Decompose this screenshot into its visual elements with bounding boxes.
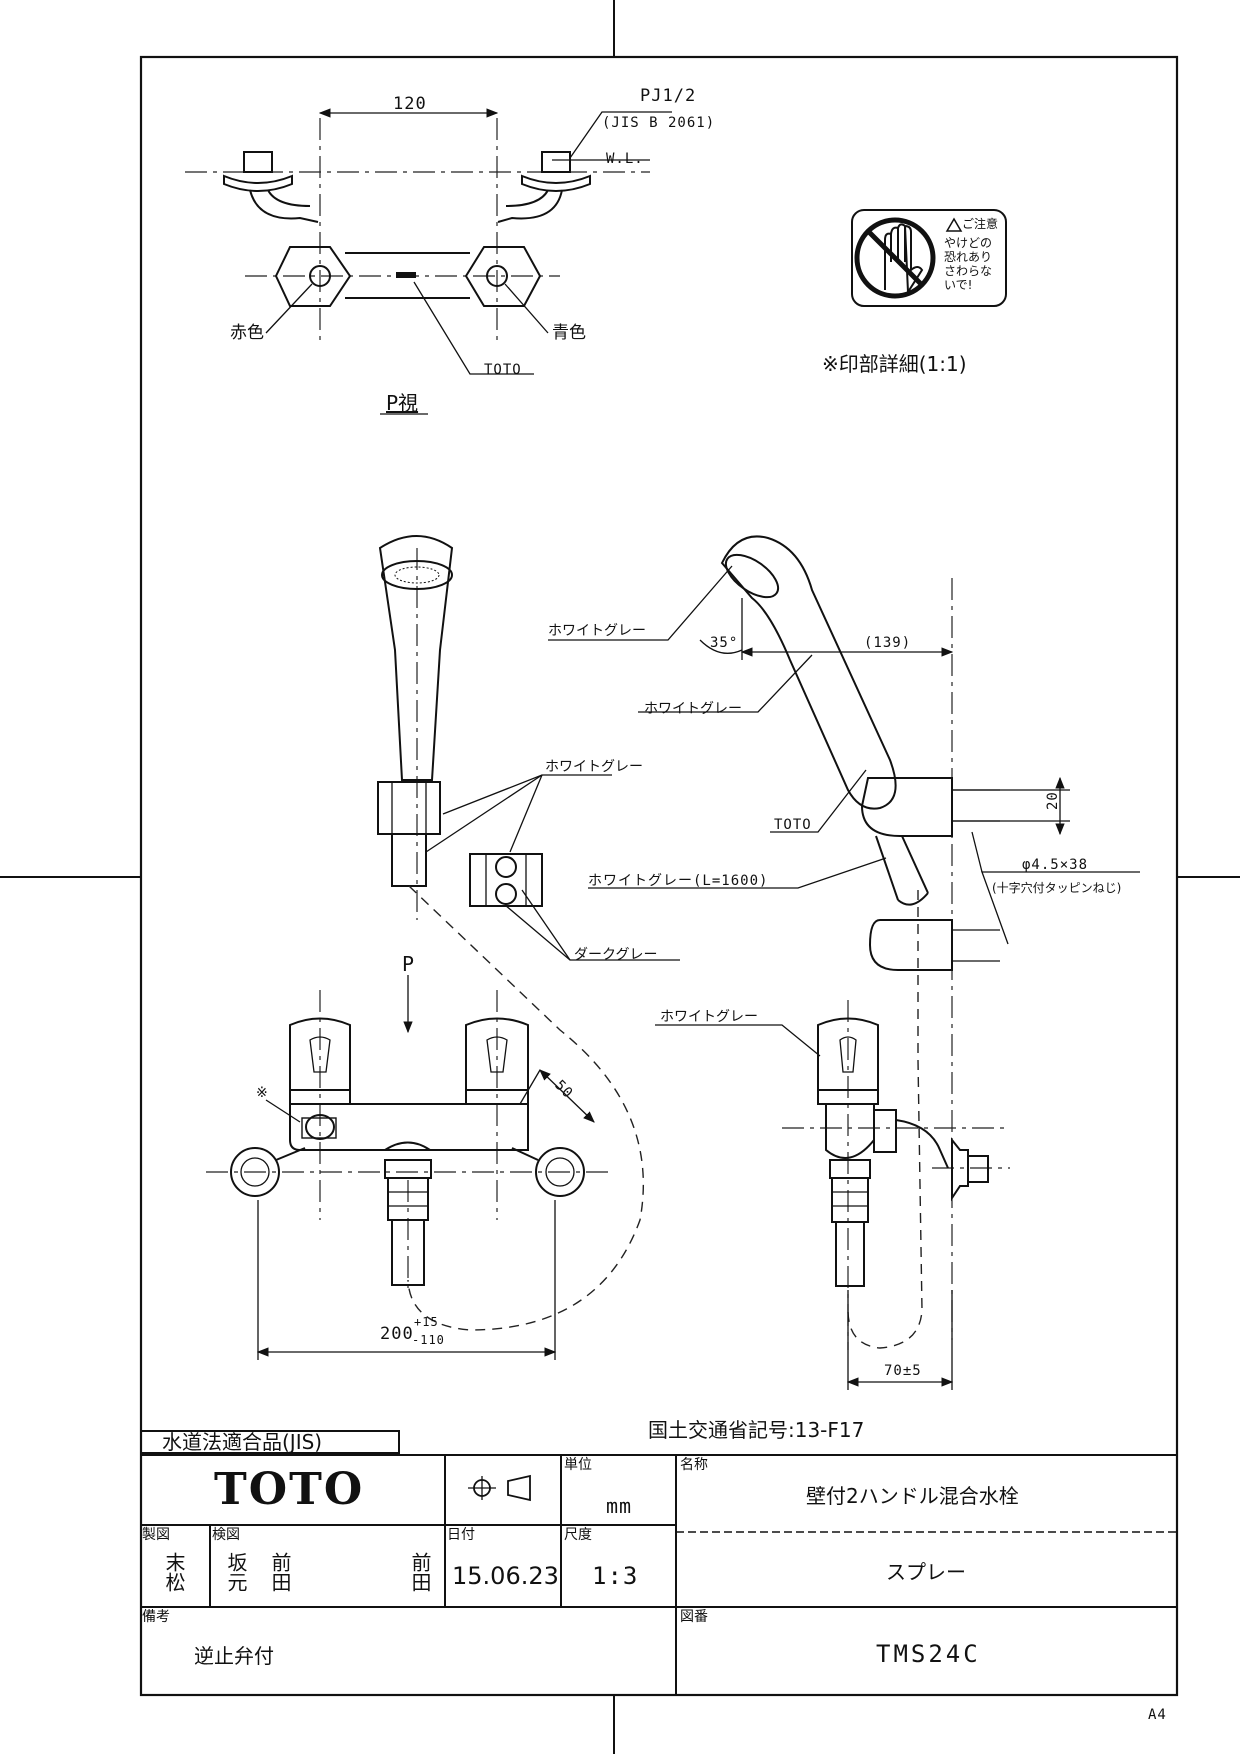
pj-thread-label: PJ1/2 (640, 86, 697, 106)
title-block-grid (140, 1430, 1177, 1695)
projection-symbol (468, 1474, 531, 1502)
scale-value: 1:3 (592, 1562, 639, 1590)
drawn-by: 末松 (162, 1552, 186, 1592)
white-gray-label-grip: ホワイトグレー (644, 701, 742, 717)
subtitle: スプレー (886, 1560, 966, 1584)
angle-35-label: 35° (710, 635, 739, 651)
dim-70: 70±5 (884, 1363, 922, 1379)
checker-3: 前田 (408, 1552, 432, 1592)
dim-120: 120 (393, 94, 427, 114)
dark-gray-label: ダークグレー (574, 947, 658, 963)
toto-logo: TOTO (214, 1464, 365, 1515)
drawing-no-label: 図番 (680, 1609, 708, 1625)
tolerance-minus: -110 (412, 1333, 445, 1347)
red-handle-label: 赤色 (230, 323, 264, 343)
drawing-number: TMS24C (876, 1640, 981, 1668)
drawn-label: 製図 (142, 1527, 170, 1543)
white-gray-label-holder: ホワイトグレー (545, 759, 643, 775)
tolerance-plus: +15 (414, 1315, 439, 1329)
unit-label: 単位 (564, 1457, 592, 1473)
screw-note-label: (十字穴付タッピンねじ) (992, 881, 1122, 895)
water-level-label: W.L. (606, 151, 644, 167)
white-gray-label-handle: ホワイトグレー (660, 1009, 758, 1025)
screw-size-label: φ4.5×38 (1022, 857, 1089, 873)
remarks-label: 備考 (142, 1609, 170, 1625)
asterisk-mark: ※ (256, 1085, 268, 1101)
p-view-title: P視 (386, 391, 419, 415)
blue-handle-label: 青色 (552, 323, 586, 343)
checker-2: 前田 (268, 1552, 292, 1592)
faucet-side-view (655, 1000, 1010, 1390)
name-label: 名称 (680, 1457, 708, 1473)
faucet-front-view (206, 975, 610, 1360)
caution-lines: やけどの 恐れあり さわらな いで! (944, 236, 993, 292)
print-detail-note: ※印部詳細(1:1) (822, 352, 967, 376)
date-value: 15.06.23 (452, 1562, 559, 1590)
jis-standard-label: (JIS B 2061) (602, 115, 716, 131)
shower-head-side (548, 535, 1140, 1349)
compliance-label: 水道法適合品(JIS) (162, 1430, 323, 1454)
white-gray-label-head: ホワイトグレー (548, 623, 646, 639)
dim-200: 200 (380, 1324, 414, 1344)
scale-label: 尺度 (564, 1527, 592, 1543)
product-name: 壁付2ハンドル混合水栓 (806, 1484, 1019, 1508)
paper-size: A4 (1148, 1707, 1167, 1723)
caution-title: ご注意 (962, 217, 999, 231)
caution-stamp (851, 209, 1007, 307)
shower-head-front (377, 535, 680, 1331)
toto-holder-label: TOTO (774, 817, 812, 833)
hose-label: ホワイトグレー(L=1600) (588, 873, 769, 889)
checker-1: 坂元 (224, 1552, 248, 1592)
dim-20: 20 (1045, 791, 1061, 810)
toto-mark-label: TOTO (484, 362, 522, 378)
ministry-code: 国土交通省記号:13-F17 (648, 1418, 865, 1442)
unit-value: mm (606, 1494, 633, 1518)
dim-139: (139) (864, 635, 912, 651)
p-view-drawing (185, 108, 672, 415)
date-label: 日付 (447, 1527, 475, 1543)
checked-label: 検図 (212, 1527, 240, 1543)
remarks-value: 逆止弁付 (194, 1644, 274, 1668)
p-arrow-label: P (402, 952, 416, 976)
